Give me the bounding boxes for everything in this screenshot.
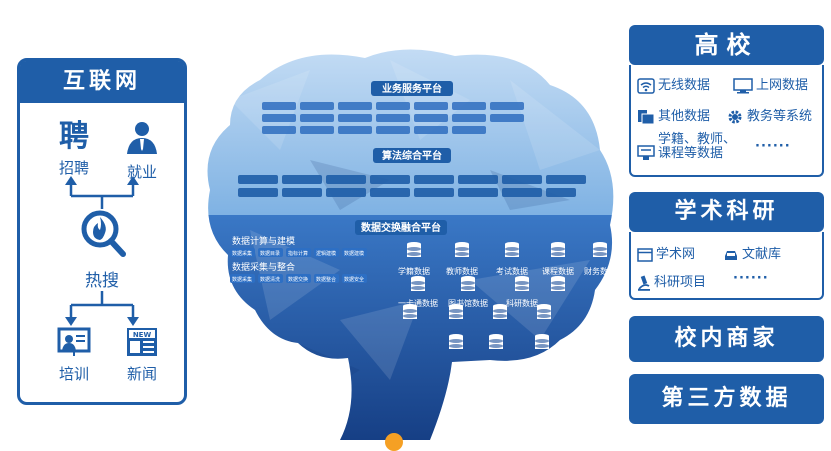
- calc-chip: 逻辑建模: [316, 250, 336, 257]
- database-icon: [493, 304, 507, 319]
- wifi-data-item: 无线数据: [637, 74, 710, 94]
- hot-search-icon: [81, 210, 126, 257]
- research-title: 学术科研: [629, 192, 824, 232]
- calc-chips: 数据采集 数据目录 指标计算 逻辑建模 数据建模: [230, 248, 367, 257]
- collect-chip: 数据采集: [232, 276, 252, 283]
- data-calc-label: 数据计算与建模: [232, 235, 295, 247]
- car-icon: [725, 250, 737, 260]
- training-icon: [57, 327, 91, 356]
- other-data-label: 其他数据: [658, 109, 711, 124]
- db-label-kecheng: 课程数据: [542, 266, 574, 276]
- training-item: 培训: [44, 327, 104, 384]
- academic-system-item: 教务等系统: [726, 105, 812, 125]
- research-project-item: 科研项目: [637, 271, 706, 291]
- collect-chips: 数据采集 数据清洗 数据交换 数据整合 数据安全: [230, 274, 367, 283]
- hot-search-label: 热搜: [85, 271, 119, 291]
- database-icon: [489, 334, 503, 349]
- browser-icon: [637, 247, 653, 262]
- employment-label: 就业: [126, 163, 157, 181]
- roll-data-item: 学籍、教师、 课程等数据: [637, 133, 736, 161]
- monitor-icon: [733, 77, 753, 93]
- database-icon: [515, 276, 529, 291]
- exchange-platform-title: 数据交换融合平台: [361, 221, 441, 234]
- database-icon: [407, 242, 421, 257]
- microscope-icon: [638, 275, 650, 291]
- data-collect-label: 数据采集与整合: [232, 261, 295, 273]
- news-item: NEW 新闻: [112, 327, 172, 384]
- brain-diagram: 业务服务平台 算法综合平台 数据交换融合平台 数据计算与建模 数据: [207, 49, 616, 440]
- database-icon: [537, 304, 551, 319]
- roll-data-label-1: 学籍、教师、: [658, 132, 737, 147]
- web-data-label: 上网数据: [756, 78, 809, 93]
- academic-net-label: 学术网: [656, 247, 696, 262]
- db-label-caiwu: 财务数据: [584, 266, 616, 276]
- campus-merchants-title: 校内商家: [629, 316, 824, 362]
- database-icon: [449, 334, 463, 349]
- database-icon: [593, 242, 607, 257]
- news-badge: NEW: [133, 331, 152, 339]
- news-label: 新闻: [126, 365, 157, 383]
- database-icon: [411, 276, 425, 291]
- internet-title: 互联网: [20, 61, 184, 103]
- collect-chip: 数据交换: [288, 276, 308, 283]
- db-label-yikatong: 一卡通数据: [398, 298, 438, 308]
- research-box: 学术网 文献库 科研项目 ······: [629, 232, 824, 300]
- university-more-dots: ······: [755, 139, 791, 154]
- db-label-tushuguan: 图书馆数据: [448, 298, 488, 308]
- training-label: 培训: [58, 365, 89, 383]
- database-icon: [551, 242, 565, 257]
- university-title: 高校: [629, 25, 824, 65]
- internet-panel: 互联网 聘 招聘 就业: [17, 58, 187, 405]
- collect-chip: 数据整合: [316, 276, 336, 283]
- database-icon: [449, 304, 463, 319]
- database-icon: [461, 276, 475, 291]
- recruit-item: 聘 招聘: [44, 119, 104, 178]
- web-data-item: 上网数据: [733, 74, 808, 94]
- business-chips: [262, 102, 524, 134]
- calc-chip: 数据采集: [232, 250, 252, 257]
- academic-system-label: 教务等系统: [747, 109, 813, 124]
- calc-chip: 数据建模: [344, 250, 364, 257]
- db-label-kaoshi: 考试数据: [496, 266, 528, 276]
- research-more-dots: ······: [733, 271, 769, 286]
- database-icons: [403, 242, 607, 349]
- database-icon: [505, 242, 519, 257]
- employment-item: 就业: [112, 119, 172, 182]
- newspaper-icon: NEW: [127, 328, 157, 356]
- accent-dot: [385, 433, 403, 451]
- third-party-data-title: 第三方数据: [629, 374, 824, 424]
- certificate-icon: [637, 145, 655, 160]
- calc-chip: 数据目录: [260, 250, 280, 257]
- business-platform-title: 业务服务平台: [382, 82, 442, 95]
- database-icon: [551, 276, 565, 291]
- wifi-icon: [637, 77, 655, 94]
- wifi-data-label: 无线数据: [658, 78, 711, 93]
- research-project-label: 科研项目: [654, 275, 707, 290]
- gear-icon: [728, 110, 742, 123]
- university-box: 无线数据 上网数据 其他数据 教务等系统 学籍、教师、 课程等数据 ······: [629, 65, 824, 177]
- recruit-label: 招聘: [58, 159, 89, 177]
- collect-chip: 数据安全: [344, 276, 364, 283]
- calc-chip: 指标计算: [288, 250, 308, 257]
- collect-chip: 数据清洗: [260, 276, 280, 283]
- database-labels: 学籍数据 教师数据 考试数据 课程数据 财务数据 一卡通数据 图书馆数据 科研数…: [398, 266, 616, 308]
- database-icon: [535, 334, 549, 349]
- connector-lines: [65, 176, 139, 326]
- other-data-item: 其他数据: [637, 105, 710, 125]
- literature-item: 文献库: [723, 243, 781, 262]
- db-label-jiaoshi: 教师数据: [446, 266, 478, 276]
- academic-net-item: 学术网: [637, 243, 695, 262]
- literature-label: 文献库: [742, 247, 782, 262]
- algorithm-chips: [238, 175, 586, 197]
- database-icon: [455, 242, 469, 257]
- algorithm-platform-title: 算法综合平台: [381, 149, 442, 162]
- document-icon: [638, 109, 655, 124]
- person-icon: [127, 122, 157, 154]
- roll-data-label-2: 课程等数据: [658, 146, 724, 161]
- db-label-keyan: 科研数据: [506, 298, 538, 308]
- recruit-icon: 聘: [59, 119, 89, 154]
- db-label-xueji: 学籍数据: [398, 266, 430, 276]
- database-icon: [403, 304, 417, 319]
